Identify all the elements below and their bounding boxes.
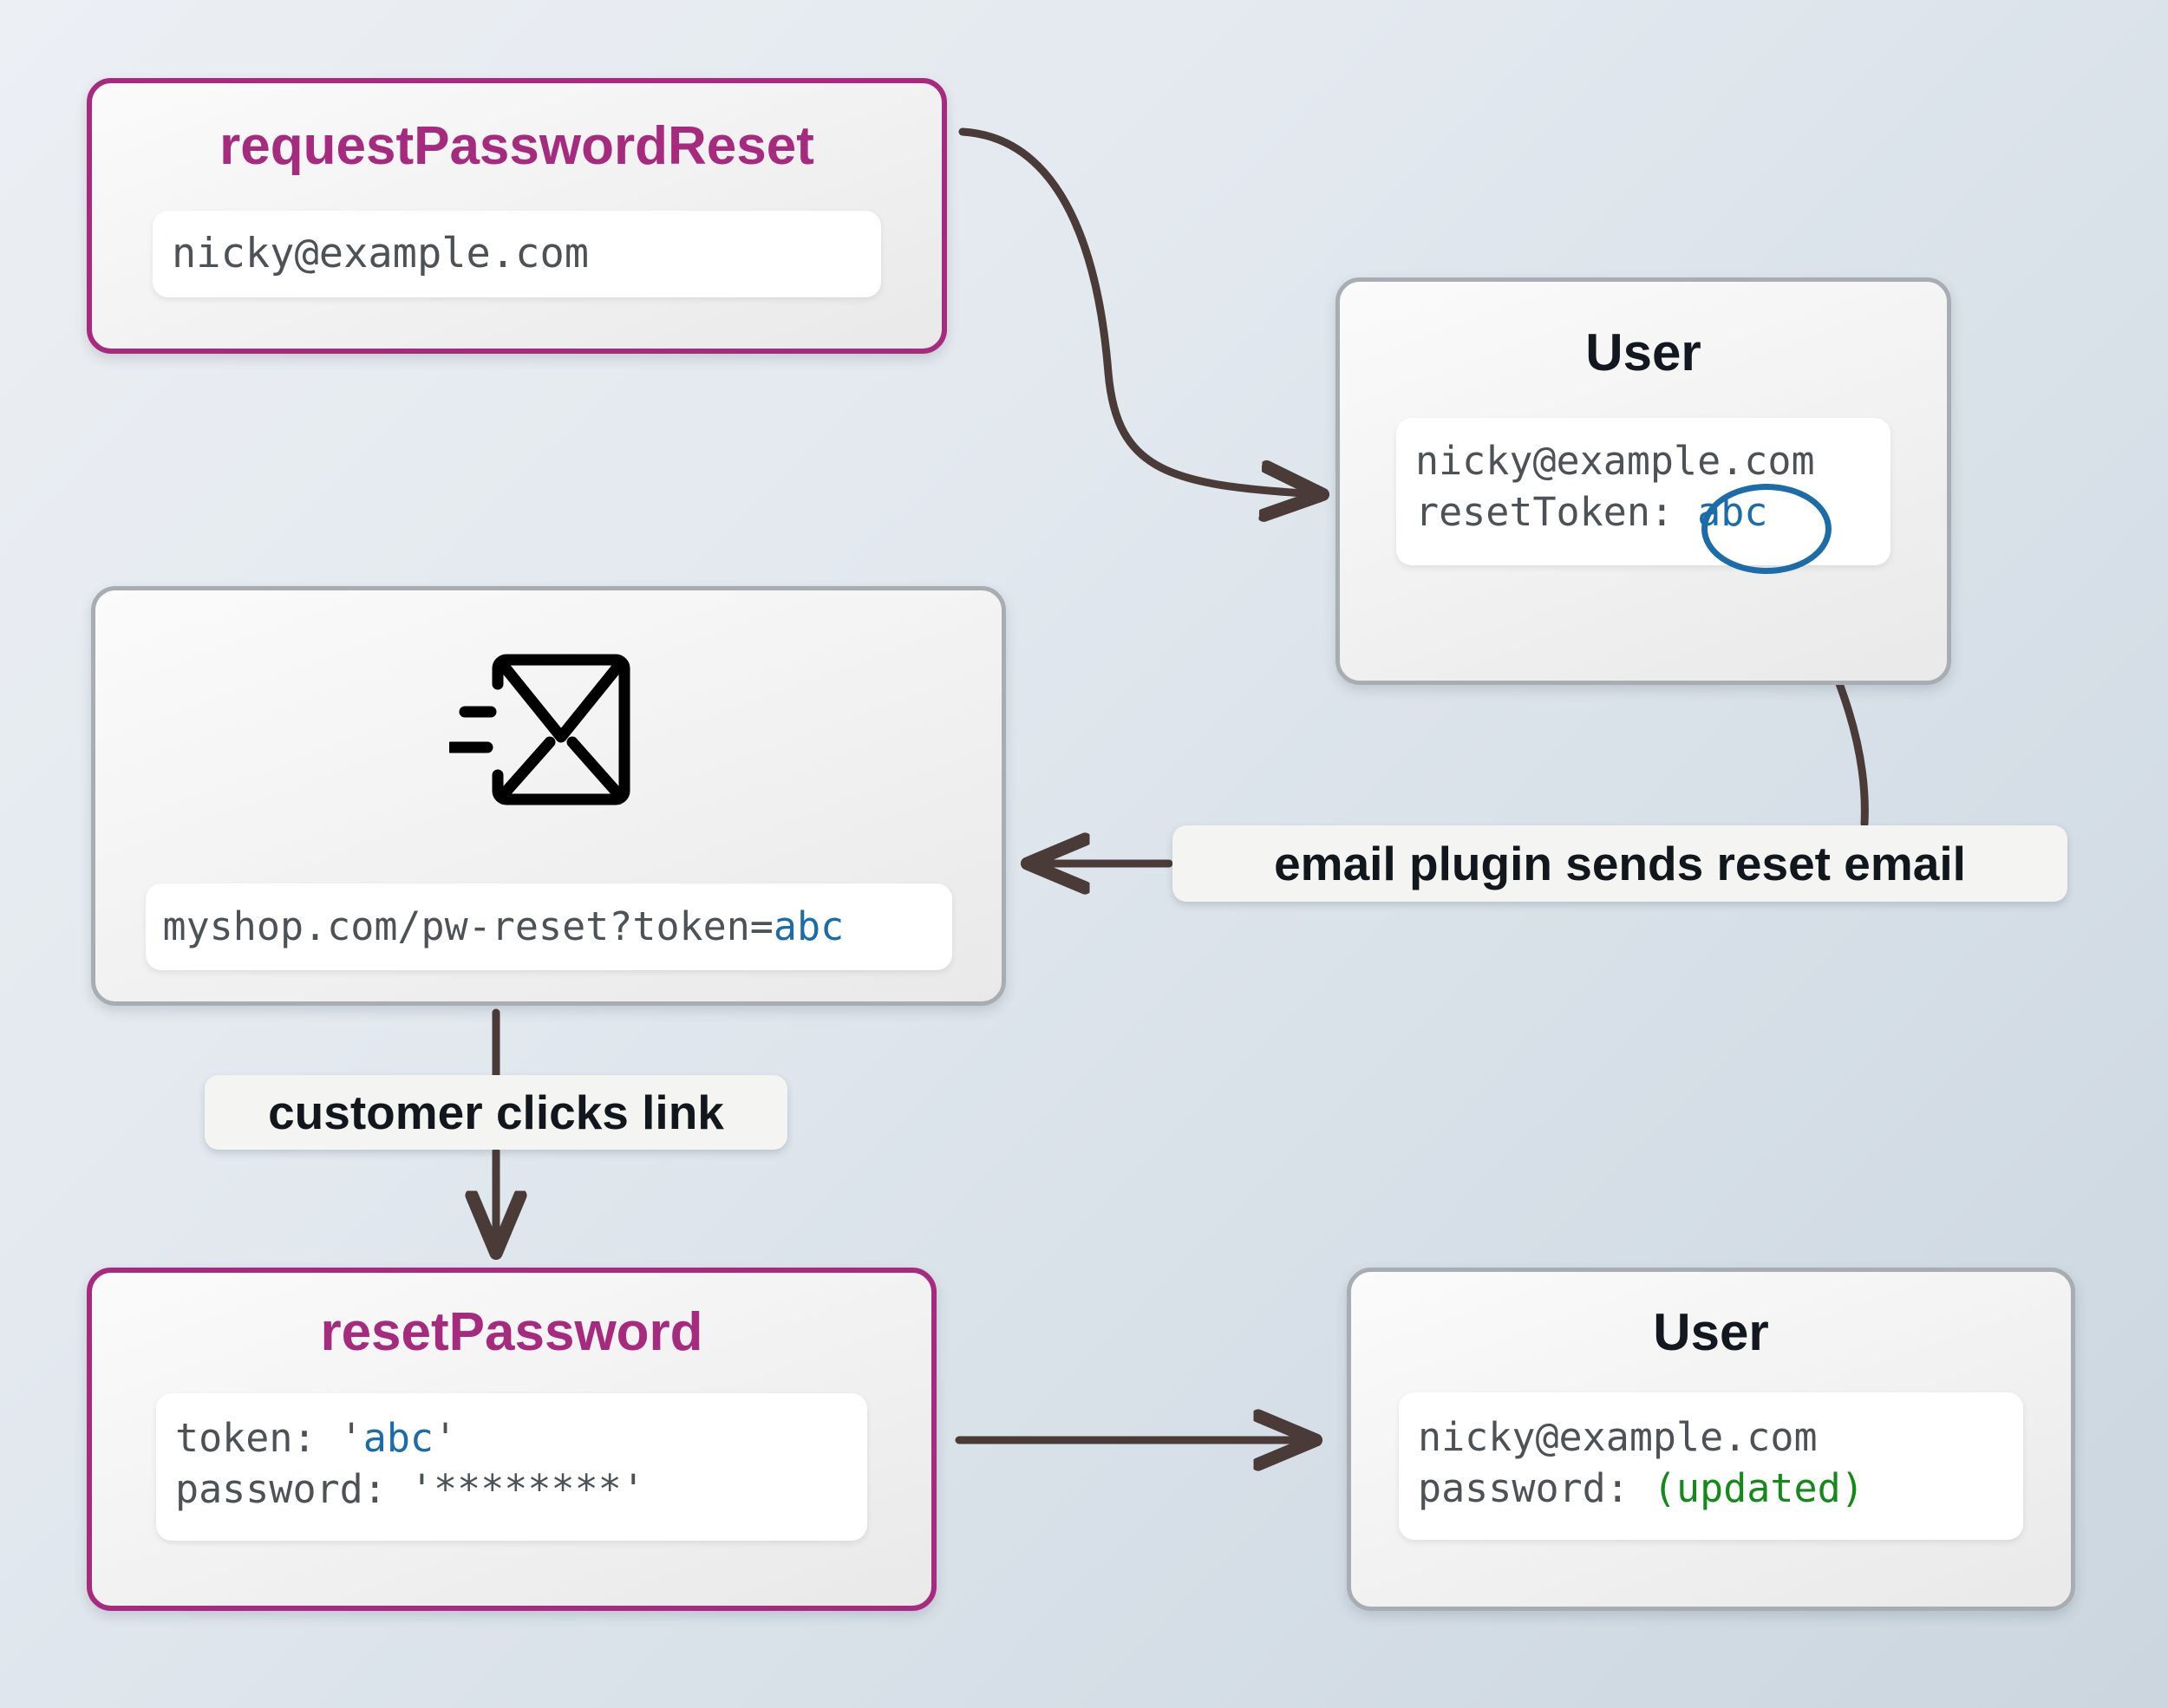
node-title-request-password-reset: requestPasswordReset	[219, 116, 814, 176]
node-request-password-reset[interactable]: requestPasswordReset nicky@example.com	[87, 78, 947, 354]
reset-token-value: abc	[362, 1415, 434, 1462]
reset-link-token-value: abc	[773, 903, 845, 950]
reset-token-quote-close: '	[434, 1415, 458, 1462]
send-email-icon	[445, 649, 649, 814]
node-title-reset-password: resetPassword	[320, 1302, 703, 1362]
node-reset-email[interactable]: myshop.com/pw-reset?token=abc	[91, 586, 1006, 1006]
reset-password-value-row: password: '********'	[175, 1466, 645, 1513]
edge-request-to-user	[958, 127, 1318, 494]
reset-email-link-panel: myshop.com/pw-reset?token=abc	[145, 883, 952, 970]
reset-token-quote-open: '	[316, 1415, 363, 1462]
reset-password-payload: token: 'abc' password: '********'	[156, 1393, 867, 1542]
user-bottom-email-value: nicky@example.com	[1418, 1414, 1818, 1460]
user-bottom-password-row: password: (updated)	[1418, 1463, 2023, 1514]
request-email-value: nicky@example.com	[172, 230, 590, 278]
reset-token-label: token:	[175, 1415, 317, 1462]
edge-label-customer-clicks-link: customer clicks link	[205, 1075, 787, 1150]
request-password-reset-payload: nicky@example.com	[153, 211, 881, 298]
token-highlight-circle-icon	[1701, 484, 1832, 574]
user-bottom-password-value: (updated)	[1652, 1465, 1864, 1512]
reset-token-row: token: 'abc'	[175, 1412, 867, 1464]
edge-label-email-plugin: email plugin sends reset email	[1172, 825, 2067, 902]
node-title-user-top: User	[1585, 323, 1701, 381]
user-top-email-value: nicky@example.com	[1415, 438, 1815, 484]
node-user-bottom[interactable]: User nicky@example.com password: (update…	[1347, 1268, 2075, 1611]
node-title-user-bottom: User	[1653, 1303, 1769, 1361]
node-reset-password[interactable]: resetPassword token: 'abc' password: '**…	[87, 1268, 937, 1611]
user-bottom-record: nicky@example.com password: (updated)	[1399, 1392, 2023, 1540]
reset-link-row: myshop.com/pw-reset?token=abc	[163, 901, 845, 952]
user-top-reset-token-label: resetToken:	[1415, 489, 1675, 536]
user-bottom-password-label: password:	[1418, 1465, 1629, 1512]
reset-link-prefix: myshop.com/pw-reset?token=	[162, 903, 774, 950]
node-user-top[interactable]: User nicky@example.com resetToken: abc	[1335, 277, 1951, 685]
